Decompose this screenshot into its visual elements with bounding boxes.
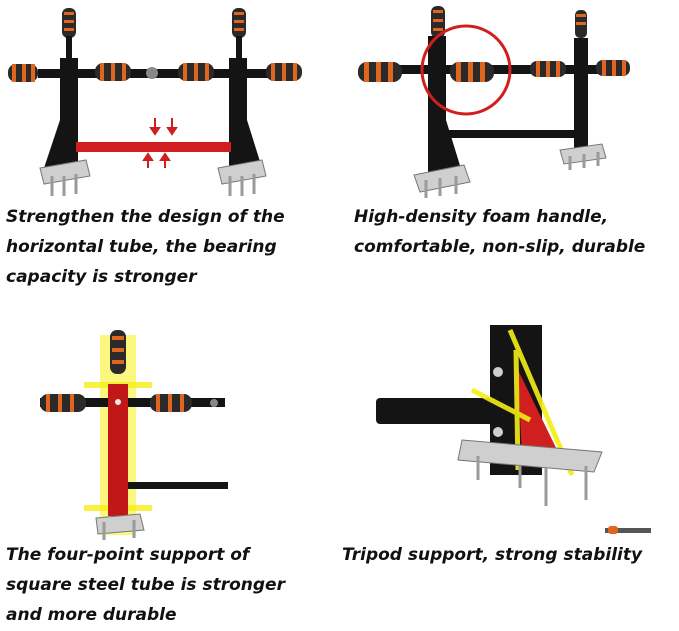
caption-line: The four-point support of [6, 545, 250, 565]
caption-line: capacity is stronger [6, 267, 197, 287]
panel-square-steel-tube: The four-point support of square steel t… [0, 310, 340, 631]
caption-line: comfortable, non-slip, durable [354, 237, 646, 257]
caption-tripod-support: Tripod support, strong stability [342, 540, 677, 570]
caption-line: horizontal tube, the bearing [6, 237, 277, 257]
caption-line: and more durable [6, 605, 177, 625]
panel-horizontal-tube: Strengthen the design of the horizontal … [0, 0, 340, 300]
caption-square-steel-tube: The four-point support of square steel t… [6, 540, 336, 630]
pullup-bar-foam-handle-image [358, 6, 630, 198]
caption-line: square steel tube is stronger [6, 575, 285, 595]
caption-line: Strengthen the design of the [6, 207, 285, 227]
panel-tripod-support: Tripod support, strong stability [340, 310, 679, 631]
caption-horizontal-tube: Strengthen the design of the horizontal … [6, 202, 336, 292]
pullup-bar-reinforced-tube-image [8, 8, 302, 196]
caption-foam-handle: High-density foam handle, comfortable, n… [354, 202, 679, 262]
caption-line: Tripod support, strong stability [342, 545, 643, 565]
tripod-support-image [376, 325, 651, 534]
square-steel-tube-image [40, 330, 228, 540]
caption-line: High-density foam handle, [354, 207, 609, 227]
panel-foam-handle: High-density foam handle, comfortable, n… [340, 0, 679, 300]
